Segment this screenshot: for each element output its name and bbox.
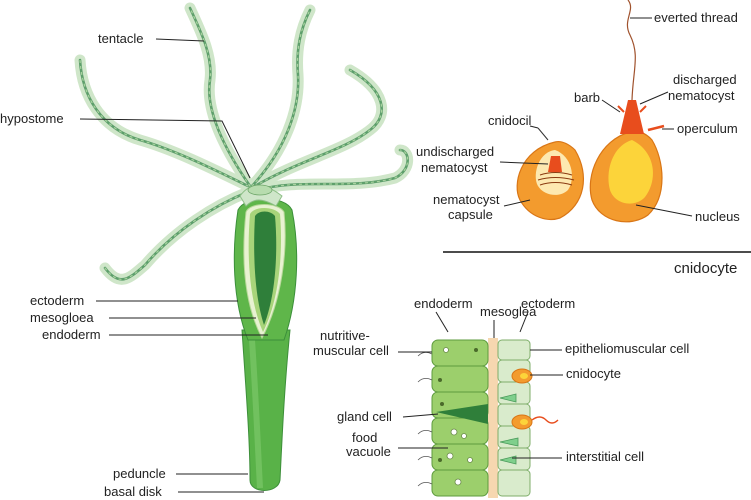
label-wall-endoderm: endoderm bbox=[414, 296, 473, 311]
label-nutritive-2: muscular cell bbox=[313, 343, 389, 358]
label-wall-ectoderm: ectoderm bbox=[521, 296, 575, 311]
peduncle-shape bbox=[241, 329, 291, 491]
tentacles bbox=[74, 2, 414, 285]
cnidocyte-icon bbox=[516, 0, 665, 223]
cnidocyte-labels: everted thread discharged nematocyst bar… bbox=[416, 10, 751, 277]
label-capsule-1: nematocyst bbox=[433, 192, 500, 207]
hydra-body-icon bbox=[74, 2, 414, 491]
label-food-1: food bbox=[352, 430, 377, 445]
label-discharged-2: nematocyst bbox=[668, 88, 735, 103]
label-discharged-1: discharged bbox=[673, 72, 737, 87]
body-wall-icon bbox=[417, 338, 559, 498]
discharged-cnidocyte bbox=[589, 0, 665, 223]
label-hypostome: hypostome bbox=[0, 111, 64, 126]
undischarged-cnidocyte bbox=[516, 127, 584, 221]
label-nucleus: nucleus bbox=[695, 209, 740, 224]
label-undischarged-2: nematocyst bbox=[421, 160, 488, 175]
label-basal-disk: basal disk bbox=[104, 484, 162, 499]
label-tentacle: tentacle bbox=[98, 31, 144, 46]
label-endoderm: endoderm bbox=[42, 327, 101, 342]
label-undischarged-1: undischarged bbox=[416, 144, 494, 159]
label-everted-thread: everted thread bbox=[654, 10, 738, 25]
label-epitheliomuscular: epitheliomuscular cell bbox=[565, 341, 689, 356]
label-barb: barb bbox=[574, 90, 600, 105]
label-wall-cnidocyte: cnidocyte bbox=[566, 366, 621, 381]
cnidocyte-title: cnidocyte bbox=[674, 260, 737, 277]
label-interstitial: interstitial cell bbox=[566, 449, 644, 464]
hydra-labels: tentacle hypostome ectoderm mesogloea en… bbox=[0, 31, 268, 499]
label-mesogloea: mesogloea bbox=[30, 310, 94, 325]
label-wall-mesoglea: mesoglea bbox=[480, 304, 537, 319]
label-gland-cell: gland cell bbox=[337, 409, 392, 424]
label-ectoderm: ectoderm bbox=[30, 293, 84, 308]
label-peduncle: peduncle bbox=[113, 466, 166, 481]
label-capsule-2: capsule bbox=[448, 207, 493, 222]
label-nutritive-1: nutritive- bbox=[320, 328, 370, 343]
body-wall-labels: endoderm mesoglea ectoderm nutritive- mu… bbox=[313, 296, 689, 464]
label-operculum: operculum bbox=[677, 121, 738, 136]
label-food-2: vacuole bbox=[346, 444, 391, 459]
label-cnidocil: cnidocil bbox=[488, 113, 531, 128]
